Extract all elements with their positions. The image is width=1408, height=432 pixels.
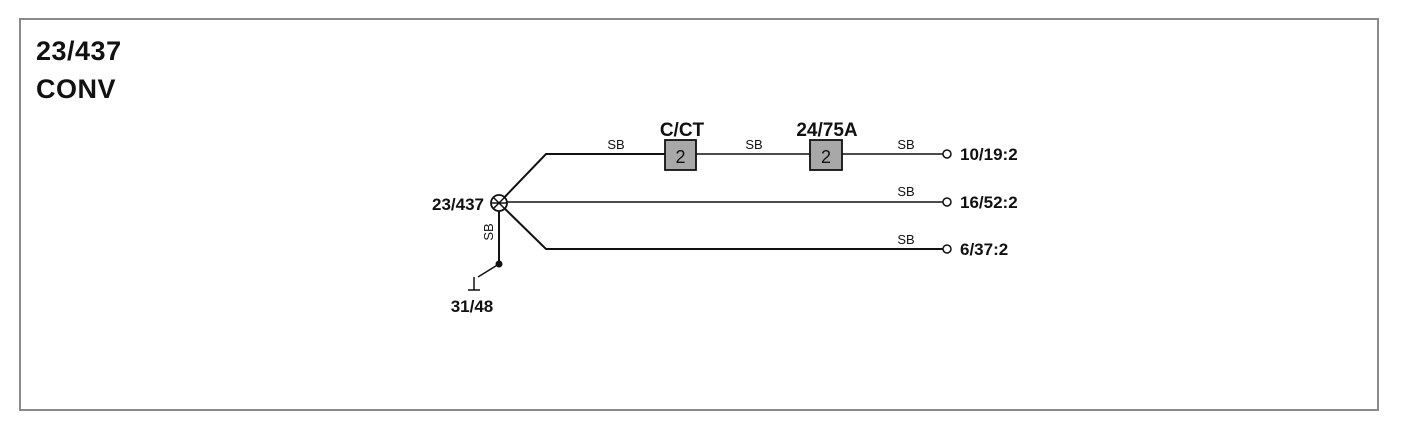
diagram-frame xyxy=(19,18,1379,411)
wire-label-ground: SB xyxy=(481,223,496,240)
wire-top-segment-1 xyxy=(498,153,665,204)
component-c-ct-pin: 2 xyxy=(675,147,685,167)
terminal-icon-3 xyxy=(942,244,952,254)
terminal-label-3: 6/37:2 xyxy=(960,240,1008,259)
wire-label-top-2: SB xyxy=(745,137,762,152)
component-c-ct-label: C/CT xyxy=(660,120,705,141)
wire-bottom xyxy=(498,202,943,250)
diagram-name: CONV xyxy=(36,74,117,104)
ground-switch-arm xyxy=(477,263,500,278)
component-24-75a-label: 24/75A xyxy=(796,120,858,141)
component-24-75a: 2 xyxy=(809,139,843,171)
ground-label: 31/48 xyxy=(451,297,494,316)
component-24-75a-pin: 2 xyxy=(821,147,831,167)
component-c-ct: 2 xyxy=(664,139,697,171)
diagram-code: 23/437 xyxy=(36,36,122,66)
terminal-icon-1 xyxy=(942,149,952,159)
splice-icon xyxy=(490,194,508,212)
terminal-label-2: 16/52:2 xyxy=(960,193,1018,212)
wire-label-top-1: SB xyxy=(607,137,624,152)
wire-label-bottom: SB xyxy=(897,232,914,247)
splice-label: 23/437 xyxy=(432,195,484,214)
terminal-label-1: 10/19:2 xyxy=(960,145,1018,164)
wire-label-middle: SB xyxy=(897,184,914,199)
terminal-icon-2 xyxy=(942,197,952,207)
wire-label-top-3: SB xyxy=(897,137,914,152)
